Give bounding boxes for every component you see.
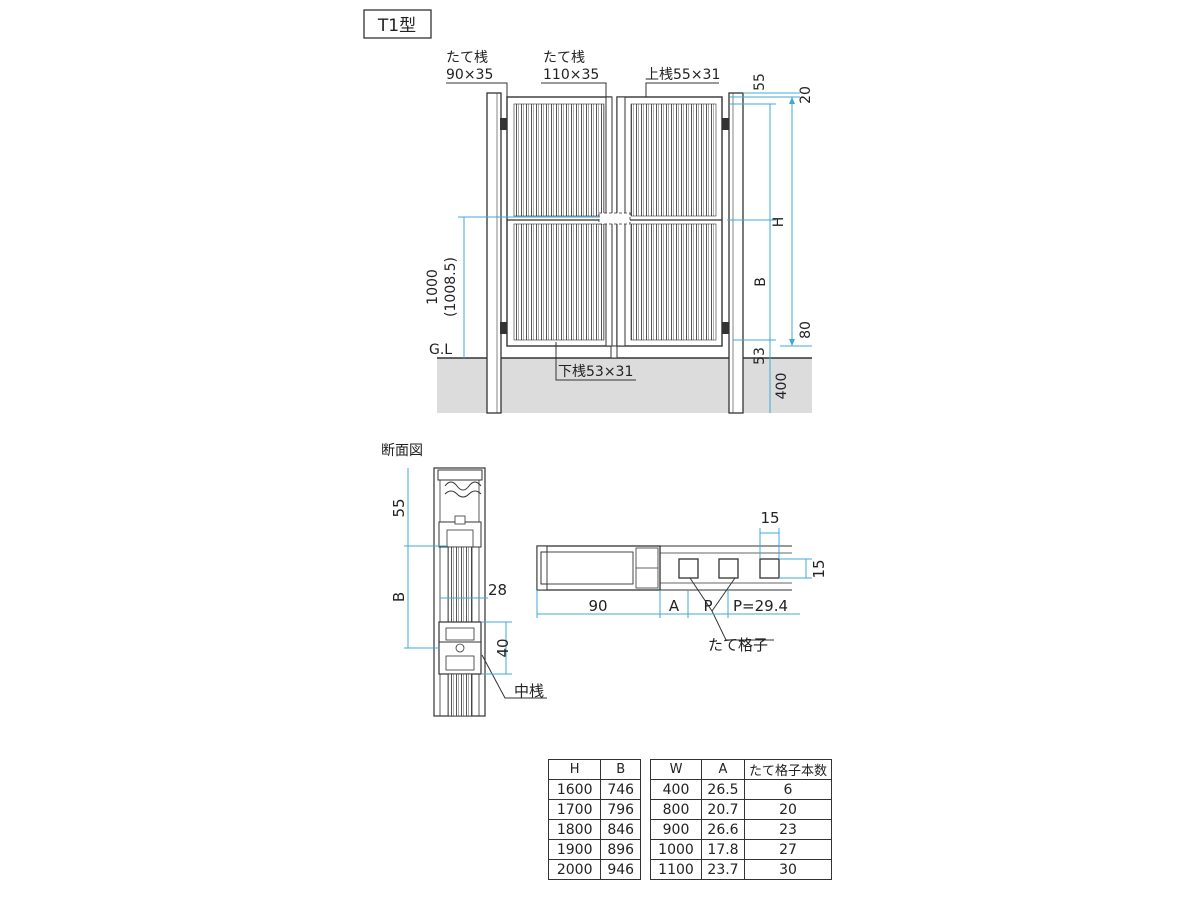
table-header-row: W A たて格子本数 [650, 759, 832, 780]
dim-80: 80 [798, 321, 814, 339]
dim-h: H [771, 217, 787, 228]
sec-dim-p-value: P=29.4 [733, 597, 788, 615]
sec-dim-p: P [703, 597, 712, 615]
left-hinge-top [500, 118, 507, 130]
table-cell: 1900 [547, 839, 602, 860]
table-cell: 23 [744, 819, 832, 840]
table-cell: 1600 [547, 779, 602, 800]
label-gl: G.L [429, 342, 452, 358]
table-header-cell: たて格子本数 [744, 759, 832, 780]
table-cell: 746 [600, 779, 641, 800]
right-leaf-slats-lower [630, 223, 717, 341]
sec-dim-40: 40 [494, 638, 512, 657]
table-cell: 1800 [547, 819, 602, 840]
table-header-cell: B [600, 759, 641, 780]
sec-dim-a: A [669, 597, 680, 615]
label-bottom-rail: 下桟53×31 [558, 364, 633, 380]
table-cell: 900 [650, 819, 702, 840]
table-cell: 800 [650, 799, 702, 820]
label-top-rail: 上桟55×31 [645, 67, 720, 83]
picket-3 [759, 558, 780, 579]
table-cell: 1700 [547, 799, 602, 820]
table-cell: 23.7 [701, 859, 745, 880]
dim-1008: (1008.5) [443, 257, 459, 317]
table-cell: 846 [600, 819, 641, 840]
sec-dim-15-side: 15 [810, 559, 828, 578]
table-header-cell: W [650, 759, 702, 780]
dim-53: 53 [752, 347, 768, 365]
vertical-section: 55 B 28 40 中桟 [390, 467, 547, 717]
picket-2 [718, 558, 739, 579]
table-cell: 896 [600, 839, 641, 860]
table-cell: 1000 [650, 839, 702, 860]
table-cell: 796 [600, 799, 641, 820]
table-header-cell: H [547, 759, 602, 780]
picket-1 [678, 558, 699, 579]
label-post-center-1: たて桟 [543, 50, 585, 66]
horizontal-section: 15 15 90 A P P=29.4 たて格子 [536, 509, 828, 654]
left-leaf-slats-lower [513, 223, 605, 341]
table-header-row: H B [547, 759, 641, 780]
table-cell: 946 [600, 859, 641, 880]
table-cell: 1100 [650, 859, 702, 880]
front-view: たて桟 90×35 たて桟 110×35 上桟55×31 下桟53×31 G.L… [425, 50, 814, 414]
table-cell: 26.5 [701, 779, 745, 800]
label-post-center-2: 110×35 [543, 67, 599, 83]
right-hinge-bottom [722, 322, 729, 334]
table-cell: 26.6 [701, 819, 745, 840]
left-hinge-bottom [500, 322, 507, 334]
table-cell: 27 [744, 839, 832, 860]
table-header-cell: A [701, 759, 745, 780]
table-cell: 20 [744, 799, 832, 820]
table-cell: 17.8 [701, 839, 745, 860]
table-cell: 30 [744, 859, 832, 880]
leader-post-center [541, 82, 607, 110]
section-title: 断面図 [381, 443, 423, 459]
title-label: T1型 [377, 16, 416, 36]
leader-post-left [446, 82, 508, 97]
leader-top-rail [645, 82, 719, 97]
label-post-left-1: たて桟 [446, 50, 488, 66]
table-cell: 6 [744, 779, 832, 800]
right-hinge-top [722, 118, 729, 130]
right-leaf-slats-upper [630, 103, 717, 217]
label-mid-rail: 中桟 [514, 682, 544, 700]
table-cell: 20.7 [701, 799, 745, 820]
right-post [728, 92, 744, 414]
table-cell: 400 [650, 779, 702, 800]
dim-400: 400 [774, 373, 790, 400]
dim-b: B [753, 277, 769, 287]
sec-dim-55: 55 [390, 498, 408, 517]
title-box [363, 9, 432, 39]
table-cell: 2000 [547, 859, 602, 880]
sec-dim-90: 90 [588, 597, 607, 615]
leader-bottom-rail [555, 342, 636, 381]
latch [598, 212, 631, 225]
left-leaf-slats-upper [513, 103, 605, 217]
sec-dim-28: 28 [488, 581, 507, 599]
sec-dim-15-top: 15 [760, 509, 779, 527]
drop-rod [610, 345, 618, 359]
left-post [486, 92, 502, 414]
dim-55: 55 [752, 73, 768, 91]
dim-20: 20 [798, 86, 814, 104]
dim-1000: 1000 [425, 269, 441, 305]
label-post-left-2: 90×35 [446, 67, 493, 83]
sec-dim-b: B [390, 592, 408, 602]
label-picket: たて格子 [708, 636, 768, 654]
